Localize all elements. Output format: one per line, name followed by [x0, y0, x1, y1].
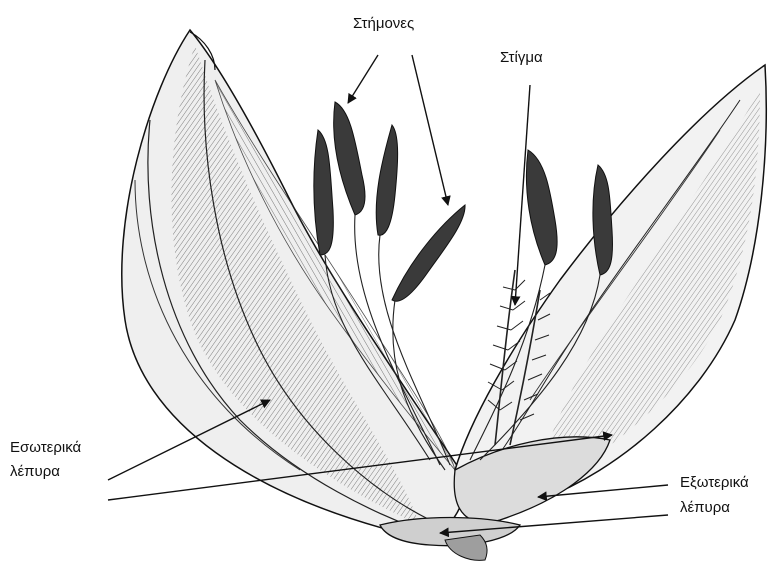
label-outer-scales-1: Εξωτερικά [680, 474, 749, 491]
arrow-stamen-1 [348, 55, 378, 103]
arrow-stamen-2 [412, 55, 448, 205]
label-inner-scales-1: Εσωτερικά [10, 439, 82, 456]
label-stamens: Στήμονες [353, 15, 414, 32]
label-stigma: Στίγμα [500, 49, 543, 66]
flower-base [380, 518, 520, 561]
label-inner-scales-2: λέπυρα [10, 463, 60, 480]
label-outer-scales-2: λέπυρα [680, 499, 730, 516]
